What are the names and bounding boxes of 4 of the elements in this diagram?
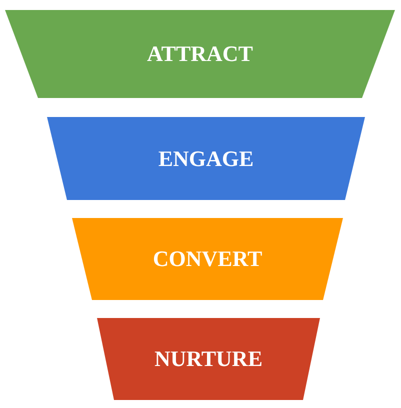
stage-label: NURTURE [154,346,262,372]
stage-label: CONVERT [152,246,262,272]
stage-label: ATTRACT [147,41,253,67]
stage-label: ENGAGE [158,146,254,172]
